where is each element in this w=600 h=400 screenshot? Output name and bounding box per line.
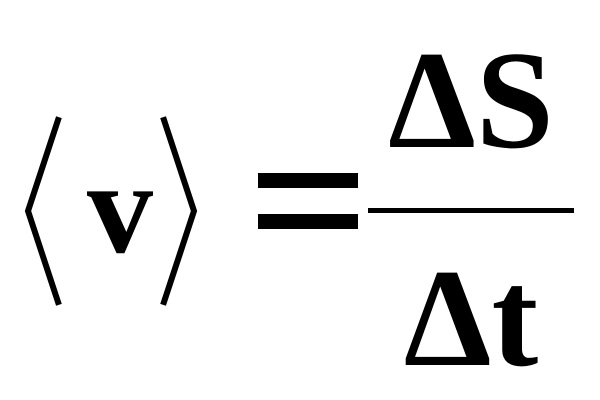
- right-angle-bracket: [160, 116, 198, 306]
- fraction-denominator: Δt: [403, 241, 539, 396]
- left-angle-bracket: [24, 116, 62, 306]
- fraction: ΔS Δt: [368, 23, 574, 389]
- equals-bar-top: [258, 173, 358, 188]
- fraction-bar: [368, 208, 574, 213]
- equals-bar-bottom: [258, 214, 358, 229]
- fraction-numerator: ΔS: [388, 23, 554, 178]
- equals-sign: [258, 173, 358, 229]
- velocity-variable: v: [87, 134, 153, 281]
